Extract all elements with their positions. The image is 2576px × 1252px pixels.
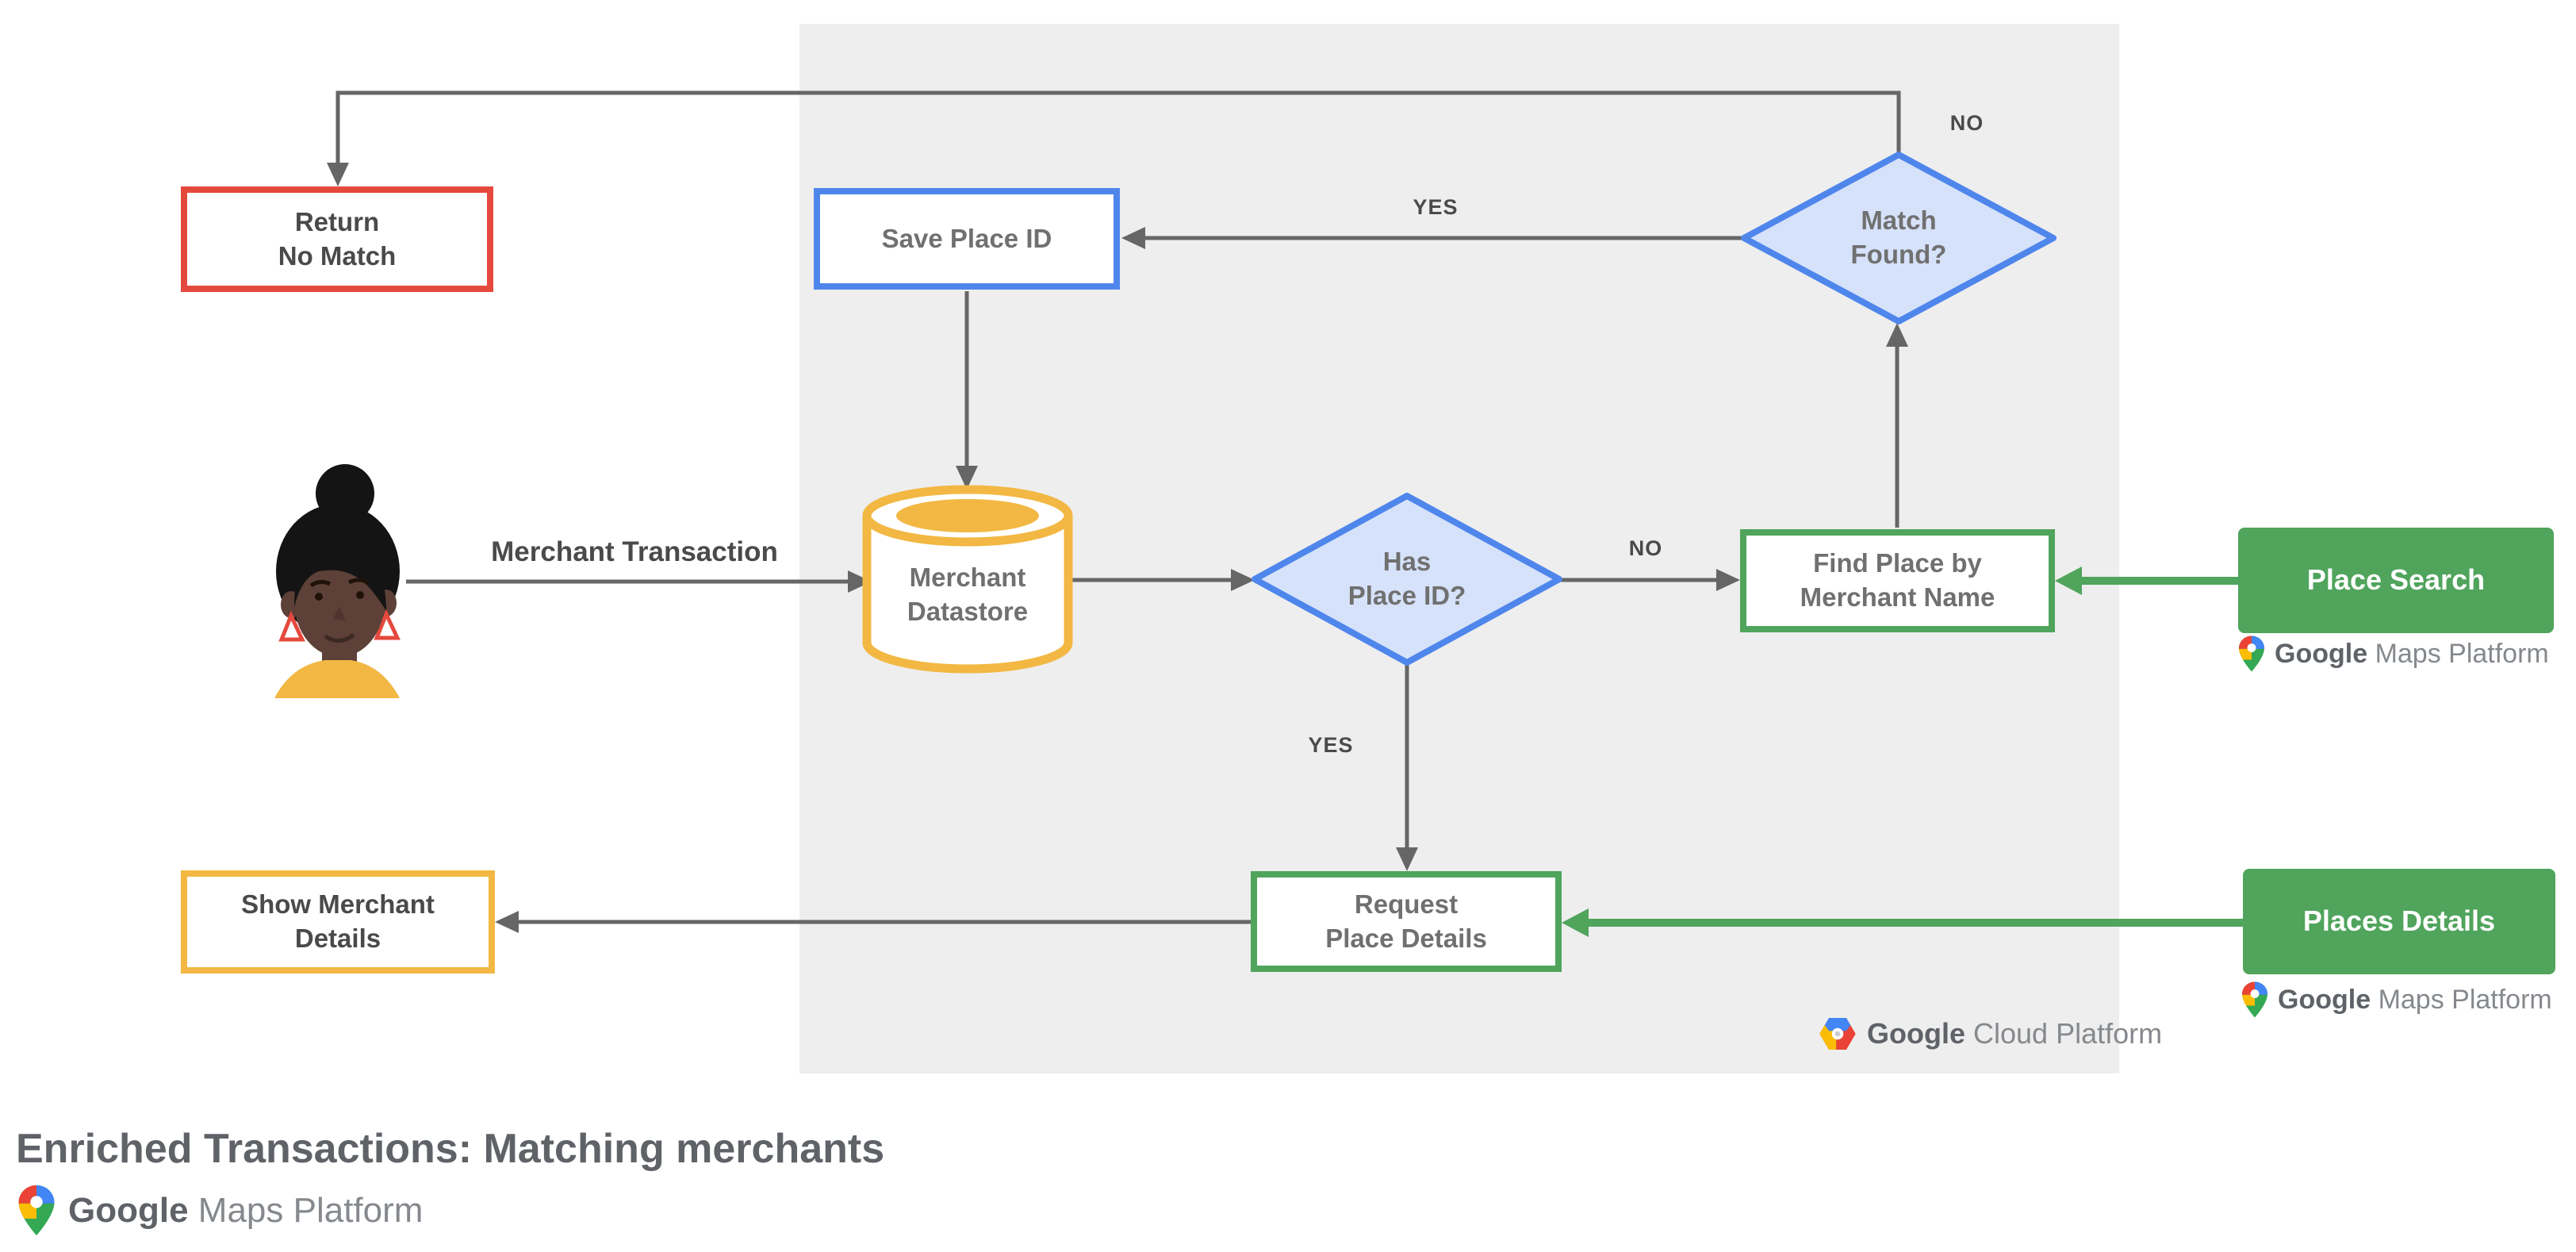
diagram-title: Enriched Transactions: Matching merchant… — [16, 1126, 885, 1172]
arrowhead-into-saveplaceid — [1121, 227, 1145, 249]
arrowhead-into-findplace — [1716, 569, 1740, 591]
gray-edges — [335, 90, 1901, 924]
node-find-place-by-merchant-name: Find Place by Merchant Name — [1740, 529, 2055, 632]
edge-label-match-found-no: NO — [1949, 111, 1984, 135]
has-place-id-label: Has Place ID? — [1347, 547, 1466, 610]
person-avatar — [274, 464, 401, 698]
gmp-logo-google-text: Google — [2278, 984, 2371, 1015]
merchant-datastore-label: Merchant Datastore — [907, 563, 1029, 626]
gcp-logo-product-text: Cloud Platform — [1973, 1017, 2163, 1050]
node-places-details-api: Places Details — [2243, 869, 2555, 974]
avatar-eyebrow-right — [347, 578, 370, 585]
green-edges — [1589, 577, 2244, 927]
gmp-logo-product-text: Maps Platform — [197, 1190, 424, 1230]
edge-matchfound-no-loop — [335, 90, 1901, 163]
match-found-diamond — [1741, 152, 2057, 325]
avatar-eyebrow-left — [309, 579, 332, 588]
arrowhead-into-datastore — [848, 570, 872, 593]
match-found-label: Match Found? — [1850, 205, 1947, 269]
green-arrowheads — [1562, 566, 2082, 937]
gmp-logo-product-text: Maps Platform — [2378, 984, 2552, 1015]
google-maps-pin-icon — [2241, 981, 2268, 1019]
avatar-mouth — [324, 632, 355, 643]
avatar-nose — [333, 606, 346, 620]
node-place-search-api: Place Search — [2238, 528, 2554, 633]
node-return-no-match: Return No Match — [181, 186, 493, 292]
arrowhead-into-hasplaceid — [1231, 569, 1255, 591]
gmp-logo-place-search: Google Maps Platform — [2238, 635, 2549, 673]
gcp-logo: Google Cloud Platform — [1819, 1017, 2162, 1050]
gmp-logo-footer: Google Maps Platform — [17, 1184, 423, 1237]
avatar-eye-right — [356, 591, 364, 599]
gmp-logo-product-text: Maps Platform — [2375, 638, 2549, 669]
node-show-merchant-details: Show Merchant Details — [181, 870, 495, 974]
avatar-hairline — [293, 544, 386, 611]
edge-label-match-found-yes: YES — [1413, 195, 1459, 219]
edge-label-has-place-id-yes: YES — [1308, 733, 1354, 757]
edge-label-has-place-id-no: NO — [1628, 536, 1663, 560]
arrowhead-into-show — [495, 911, 519, 933]
arrowhead-into-matchfound — [1886, 323, 1908, 347]
avatar-eye-left — [315, 593, 323, 601]
arrowhead-into-datastore-top — [956, 466, 978, 490]
google-cloud-hexagon-icon — [1819, 1018, 1856, 1050]
arrowhead-into-return — [327, 163, 349, 186]
arrowhead-green-into-findplace — [2055, 566, 2082, 595]
google-maps-pin-icon — [2238, 635, 2265, 673]
gmp-logo-places-details: Google Maps Platform — [2241, 981, 2552, 1019]
node-save-place-id: Save Place ID — [814, 188, 1120, 290]
avatar-earring-left — [278, 610, 305, 642]
node-request-place-details: Request Place Details — [1251, 871, 1562, 972]
arrowhead-into-request — [1396, 847, 1418, 871]
gcp-logo-google-text: Google — [1867, 1017, 1965, 1050]
gmp-logo-google-text: Google — [68, 1190, 189, 1230]
has-place-id-diamond — [1252, 493, 1562, 666]
avatar-earring-right — [374, 609, 401, 640]
gmp-logo-google-text: Google — [2275, 638, 2368, 669]
gray-arrowheads — [327, 163, 1908, 933]
google-maps-pin-icon — [17, 1184, 56, 1237]
merchant-datastore-cylinder-icon — [862, 485, 1073, 674]
avatar-shirt — [274, 660, 400, 698]
arrowhead-green-into-request — [1562, 908, 1589, 937]
merchant-transaction-label: Merchant Transaction — [491, 536, 778, 567]
